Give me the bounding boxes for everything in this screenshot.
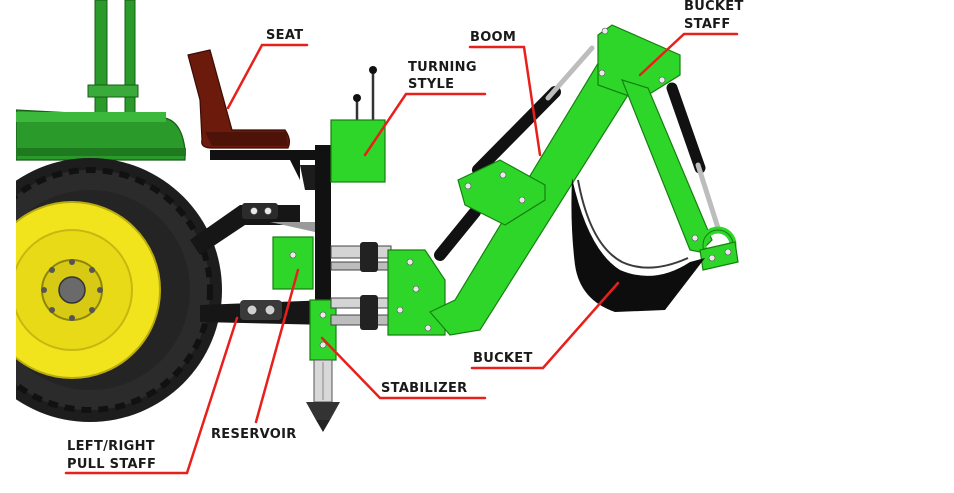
label-turning-style-line1: TURNING	[408, 60, 477, 75]
leader-turning-style	[363, 92, 487, 157]
leader-lines	[64, 32, 739, 475]
label-seat: SEAT	[266, 28, 303, 43]
leader-stabilizer	[320, 336, 487, 400]
boom	[429, 24, 681, 336]
reservoir	[272, 236, 314, 290]
swing-bracket	[387, 249, 446, 336]
labels: SEAT TURNING STYLE BOOM BUCKET STAFF BUC…	[67, 0, 744, 472]
bucket-staff	[620, 79, 739, 271]
label-pull-staff-line1: LEFT/RIGHT	[67, 439, 155, 454]
seat	[187, 49, 291, 149]
label-bucket: BUCKET	[473, 351, 533, 366]
leader-boom	[468, 45, 542, 157]
label-pull-staff-line2: PULL STAFF	[67, 457, 156, 472]
swing-cylinders	[330, 242, 392, 330]
label-bucket-staff-line1: BUCKET	[684, 0, 744, 14]
label-turning-style-line2: STYLE	[408, 77, 454, 92]
turning-style-control	[330, 66, 386, 183]
tractor	[0, 0, 222, 493]
leader-reservoir	[254, 268, 300, 424]
leader-seat	[226, 43, 309, 110]
stabilizer	[306, 299, 340, 432]
leader-pull-staff	[64, 316, 239, 475]
bucket	[571, 178, 705, 312]
label-reservoir: RESERVOIR	[211, 427, 297, 442]
label-stabilizer: STABILIZER	[381, 381, 467, 396]
tractor-rear-wheel	[0, 158, 222, 422]
leader-bucket	[470, 281, 620, 370]
tractor-fender	[15, 109, 186, 161]
leader-bucket-staff	[638, 32, 739, 77]
label-boom: BOOM	[470, 30, 516, 45]
label-bucket-staff-line2: STAFF	[684, 17, 731, 32]
